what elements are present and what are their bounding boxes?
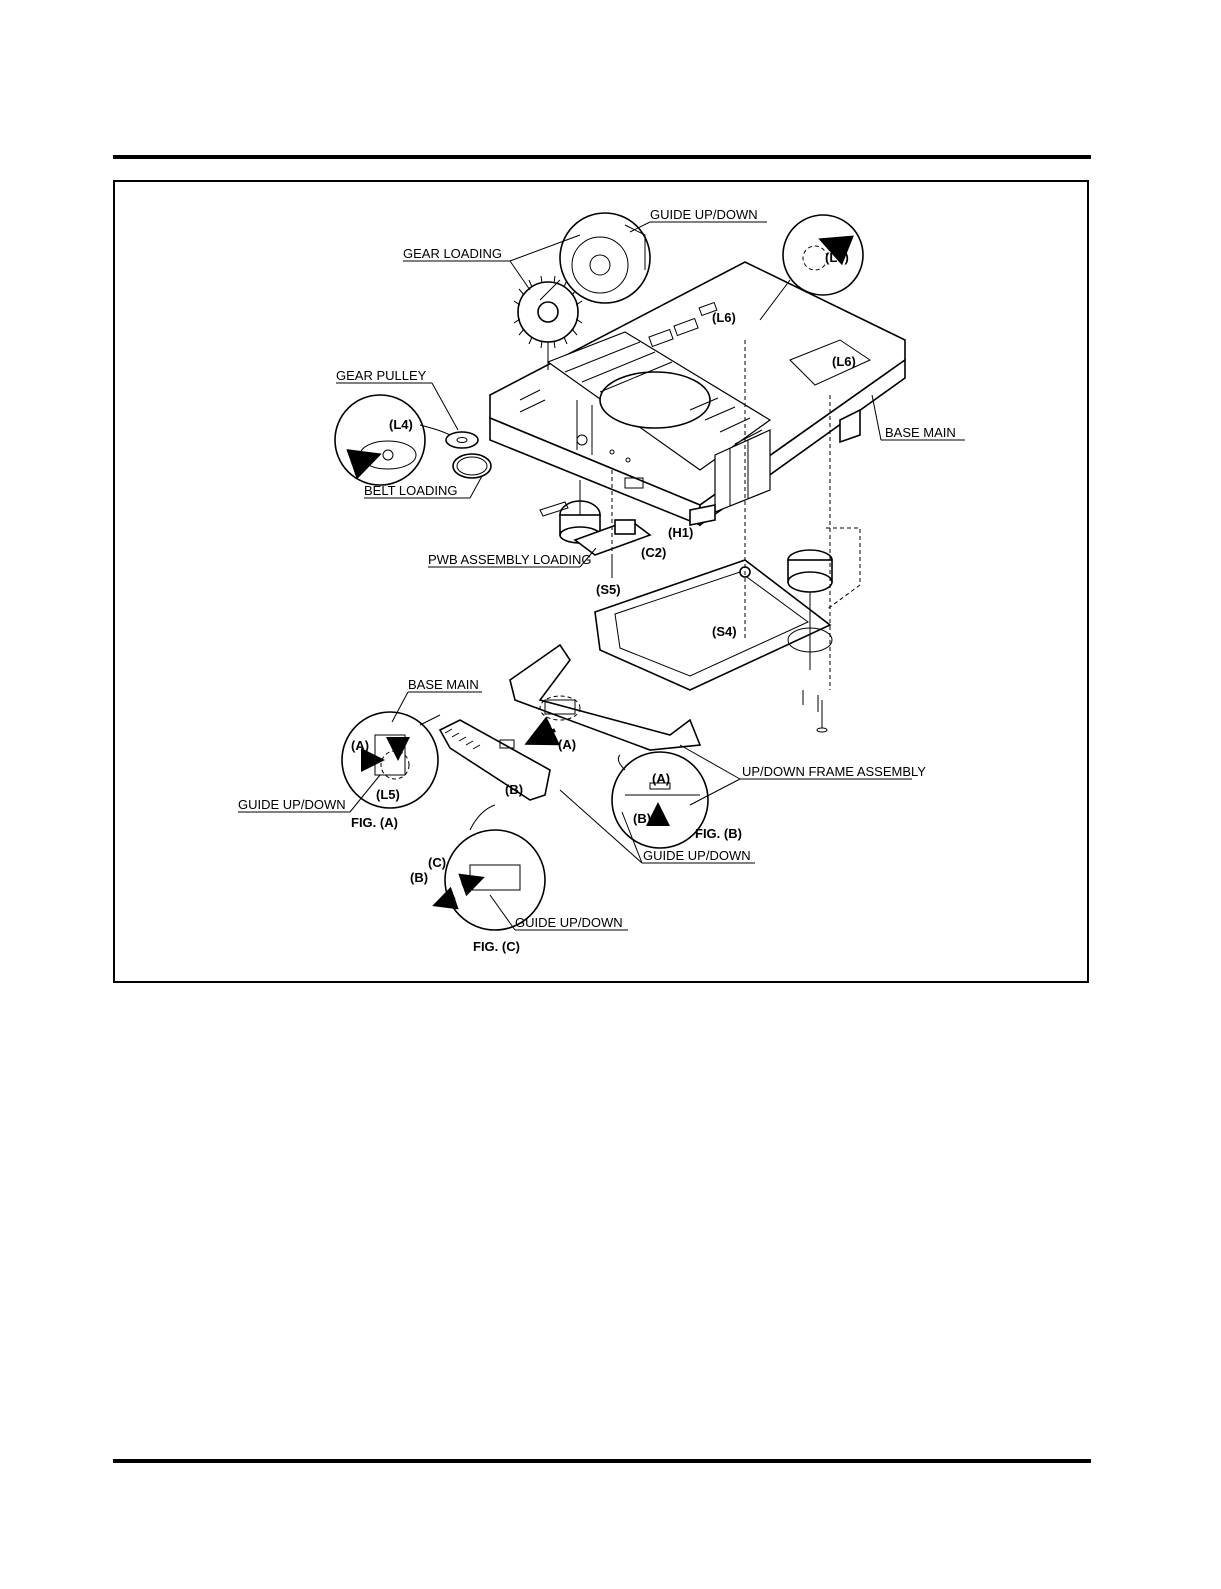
detail-circle-fig-b: [612, 752, 708, 848]
fig-c-caption: FIG. (C): [473, 939, 520, 954]
callout-s4: (S4): [712, 624, 737, 639]
label-guide-up-down-bottom: GUIDE UP/DOWN: [515, 915, 623, 930]
label-gear-loading: GEAR LOADING: [403, 246, 502, 261]
label-base-main-right: BASE MAIN: [885, 425, 956, 440]
detail-circle-l4: [335, 395, 450, 485]
callout-l4: (L4): [389, 417, 413, 432]
detail-circle-fig-c: [435, 805, 545, 930]
callout-c-fig-c: (C): [428, 855, 446, 870]
callout-a-fig-a: (A): [351, 738, 369, 753]
callout-b-fig-c: (B): [410, 870, 428, 885]
callout-c2: (C2): [641, 545, 666, 560]
callout-a-fig-b: (A): [652, 771, 670, 786]
callout-b-main: (B): [505, 782, 523, 797]
callout-l6-a: (L6): [712, 310, 736, 325]
guide-up-down-part: [440, 720, 550, 800]
callout-s5: (S5): [596, 582, 621, 597]
callout-h1: (H1): [668, 525, 693, 540]
label-guide-up-down-left: GUIDE UP/DOWN: [238, 797, 346, 812]
callout-a-main: (A): [558, 737, 576, 752]
callout-l6-b: (L6): [832, 354, 856, 369]
gear-pulley-part: [446, 432, 478, 448]
label-base-main-left: BASE MAIN: [408, 677, 479, 692]
label-pwb-assembly-loading: PWB ASSEMBLY LOADING: [428, 552, 592, 567]
label-guide-up-down-top: GUIDE UP/DOWN: [650, 207, 758, 222]
fig-b-caption: FIG. (B): [695, 826, 742, 841]
fig-a-caption: FIG. (A): [351, 815, 398, 830]
footer-rule: [113, 1459, 1091, 1463]
label-up-down-frame-assembly: UP/DOWN FRAME ASSEMBLY: [742, 764, 926, 779]
label-belt-loading: BELT LOADING: [364, 483, 457, 498]
callout-b-fig-b: (B): [633, 811, 651, 826]
callout-l3: (L3): [825, 250, 849, 265]
callout-l5: (L5): [376, 787, 400, 802]
label-guide-up-down-mid: GUIDE UP/DOWN: [643, 848, 751, 863]
removal-arrow-a: [528, 730, 555, 743]
belt-loading-part: [453, 454, 491, 478]
label-gear-pulley: GEAR PULLEY: [336, 368, 427, 383]
